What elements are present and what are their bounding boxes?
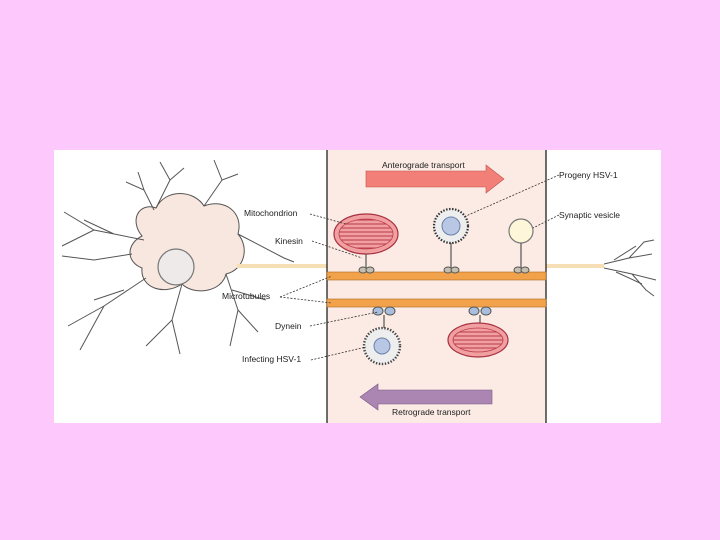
mitochondrion-label: Mitochondrion [244, 208, 298, 218]
synaptic-vesicle [508, 218, 534, 244]
kinesin-motor-3 [513, 243, 530, 274]
neuron-transport-diagram: Anterograde transport Retrograde transpo… [54, 150, 661, 423]
kinesin-motor-1 [358, 254, 375, 274]
dynein-label: Dynein [275, 321, 302, 331]
progeny-hsv1-label: Progeny HSV-1 [559, 170, 618, 180]
infecting-hsv1-label: Infecting HSV-1 [242, 354, 302, 364]
diagram-graphics [61, 150, 657, 423]
leader-lines [279, 174, 560, 361]
synaptic-vesicle-label: Synaptic vesicle [559, 210, 620, 220]
progeny-hsv1 [432, 207, 470, 245]
kinesin-motor-2 [443, 243, 460, 274]
microtubule-upper [326, 271, 547, 281]
axon-left [237, 264, 327, 268]
microtubules-label: Microtubules [222, 291, 271, 301]
microtubule-lower [326, 298, 547, 308]
axon-detail-panel [327, 150, 546, 423]
retrograde-arrow [359, 383, 493, 411]
nucleus [157, 248, 195, 286]
anterograde-arrow [365, 164, 505, 194]
axon-terminal [603, 239, 657, 297]
retrograde-transport-label: Retrograde transport [392, 407, 471, 417]
mitochondrion-lower [447, 322, 509, 358]
axon-right [546, 264, 604, 268]
mitochondrion-upper [333, 213, 399, 255]
anterograde-transport-label: Anterograde transport [382, 160, 465, 170]
dynein-motor-2 [468, 306, 492, 326]
infecting-hsv1 [362, 326, 402, 366]
dynein-motor-1 [372, 306, 396, 328]
kinesin-label: Kinesin [275, 236, 303, 246]
